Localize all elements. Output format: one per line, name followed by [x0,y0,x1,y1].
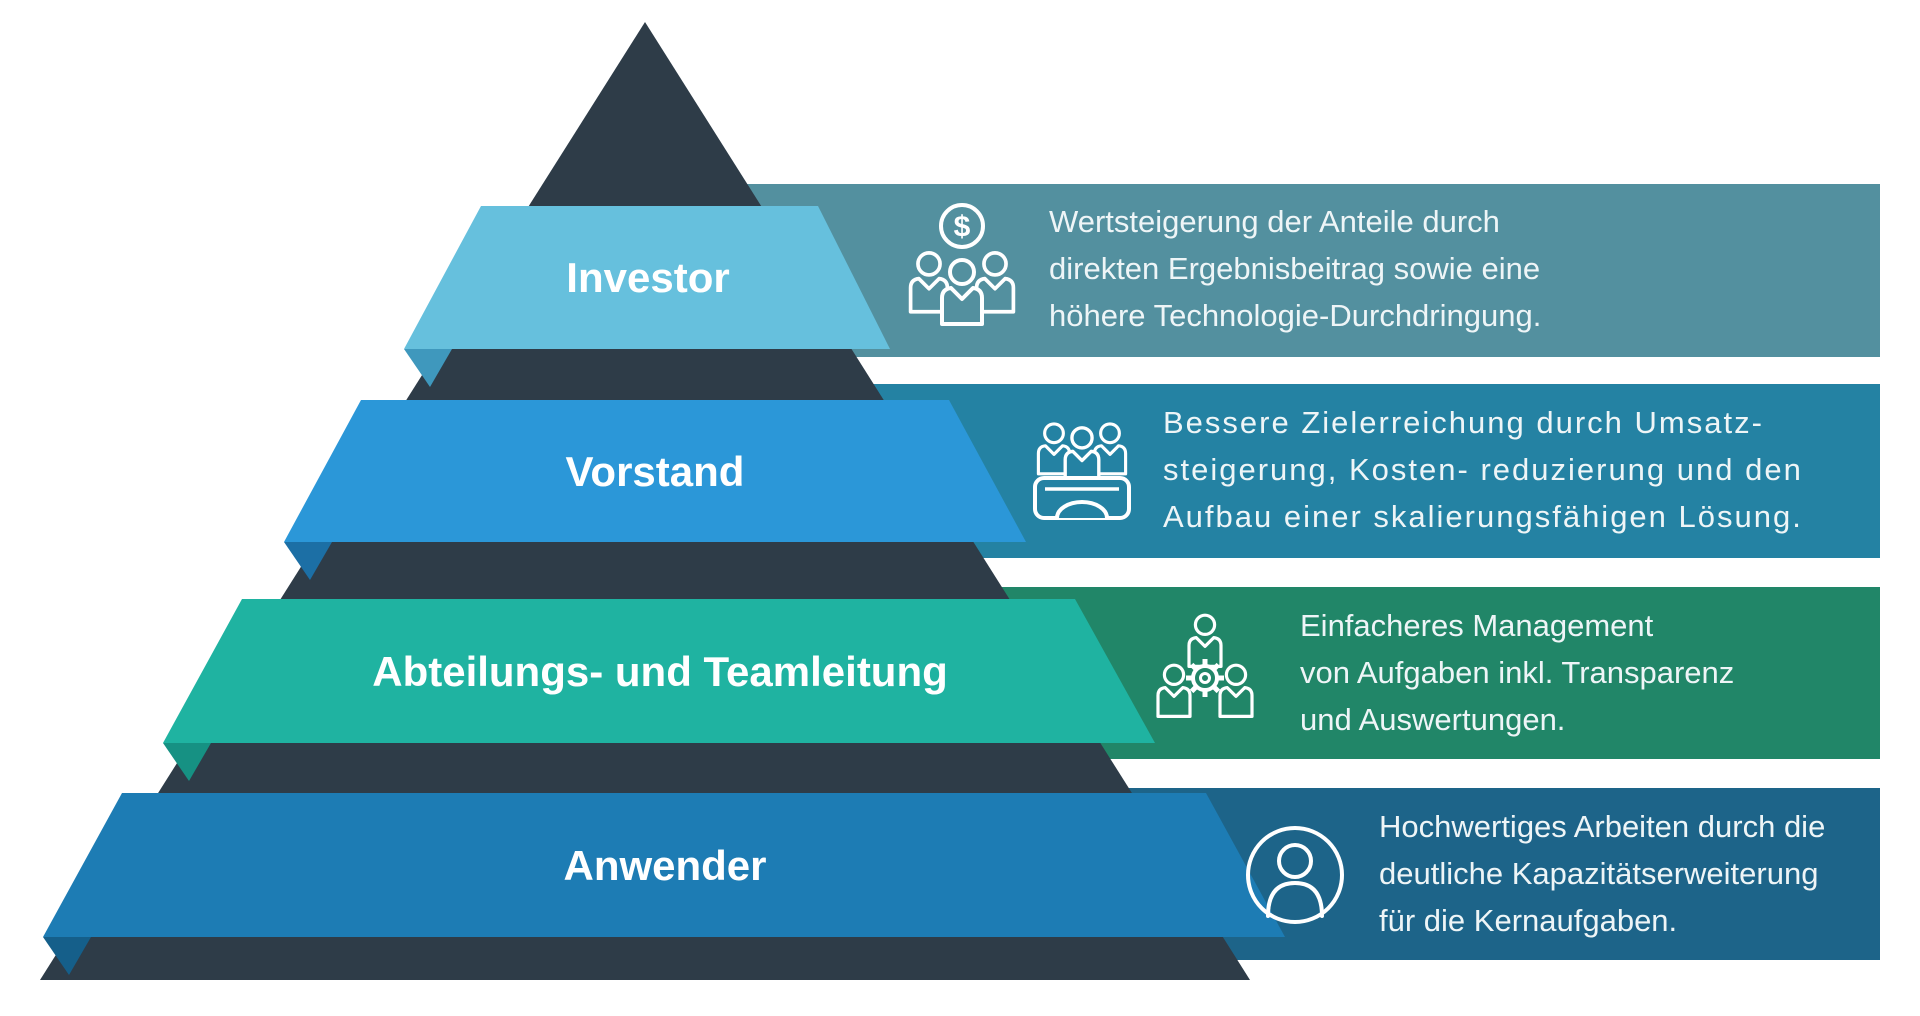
benefit-line: steigerung, Kosten- reduzierung und den [1163,452,1803,487]
benefit-text-investor: Wertsteigerung der Anteile durch direkte… [1049,198,1541,339]
level-label-investor: Investor [566,254,730,301]
fold-vorstand [284,542,332,580]
dollar-sign: $ [954,211,971,244]
fold-teamleitung [163,743,211,781]
level-label-teamleitung: Abteilungs- und Teamleitung [372,648,948,695]
benefit-bar-investor [700,184,1880,357]
benefit-line: für die Kernaufgaben. [1379,903,1678,938]
benefit-line: und Auswertungen. [1300,702,1566,737]
benefit-line: von Aufgaben inkl. Transparenz [1300,655,1735,690]
fold-anwender [43,937,91,975]
benefit-text-teamleitung: Einfacheres Management von Aufgaben inkl… [1300,602,1734,743]
level-label-vorstand: Vorstand [565,448,745,495]
benefit-line: direkten Ergebnisbeitrag sowie eine [1049,251,1541,286]
band-vorstand [284,400,1026,542]
band-investor [404,206,890,349]
benefit-line: deutliche Kapazitätserweiterung [1379,856,1819,891]
investor-money-icon: $ [908,203,1016,326]
benefit-text-vorstand: Bessere Zielerreichung durch Umsatz- ste… [1163,399,1803,540]
board-meeting-icon [1033,422,1131,520]
band-teamleitung [163,599,1155,743]
user-circle-icon [1246,826,1344,924]
benefit-text-anwender: Hochwertiges Arbeiten durch die deutlich… [1379,803,1825,944]
gear-icon [1186,659,1224,697]
fold-investor [404,349,452,387]
team-gear-icon [1156,613,1254,719]
benefit-line: Hochwertiges Arbeiten durch die [1379,809,1826,844]
benefit-line: Aufbau einer skalierungsfähigen Lösung. [1163,499,1803,534]
benefit-line: Bessere Zielerreichung durch Umsatz- [1163,405,1764,440]
benefit-line: Einfacheres Management [1300,608,1654,643]
level-label-anwender: Anwender [563,842,767,889]
benefit-line: Wertsteigerung der Anteile durch [1049,204,1500,239]
band-anwender [43,793,1285,937]
benefit-line: höhere Technologie-Durchdringung. [1049,298,1542,333]
benefit-bar-vorstand [850,384,1880,558]
